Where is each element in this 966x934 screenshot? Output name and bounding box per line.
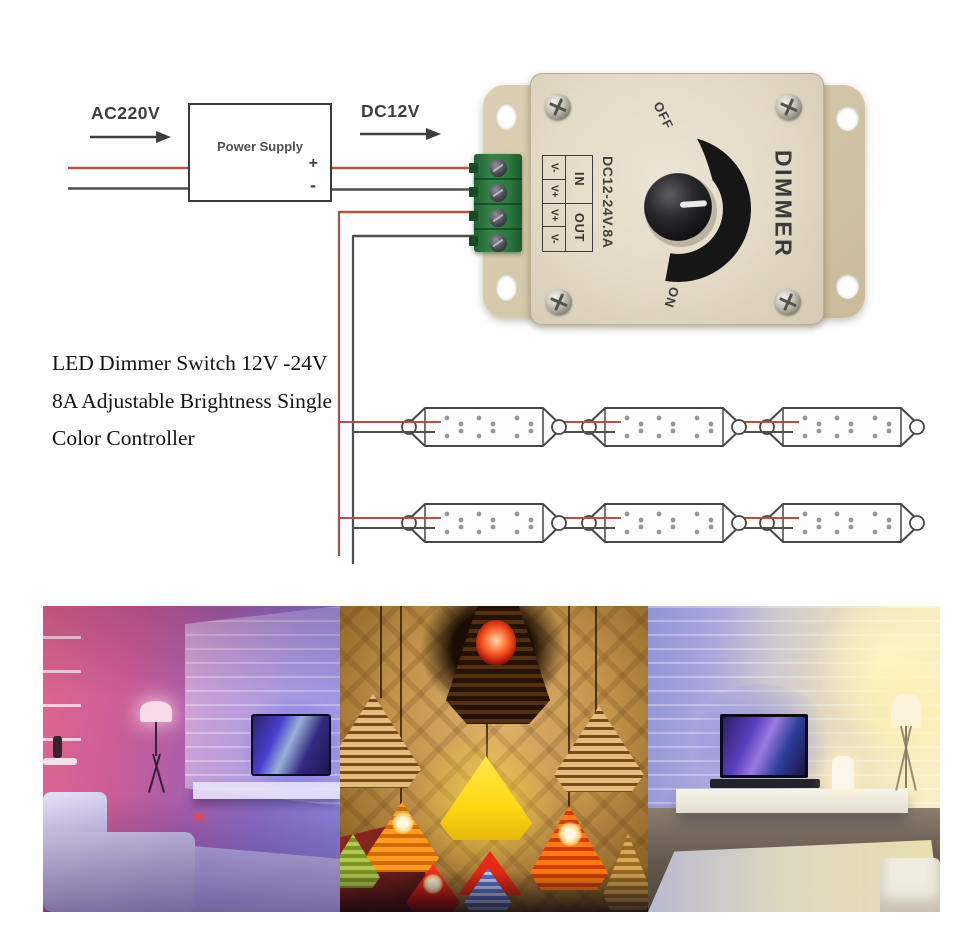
screw-icon (776, 94, 802, 120)
floor-lamp-shade (891, 694, 921, 728)
power-supply-box: Power Supply + - (188, 103, 332, 202)
terminal-label: V+ (543, 203, 566, 228)
screw-icon (546, 289, 572, 315)
lamp-cord (595, 606, 597, 718)
sofa (880, 858, 940, 912)
photo-pendant-lamps (340, 606, 648, 912)
terminal-label: V- (543, 227, 566, 251)
terminal-divider (474, 228, 522, 230)
soundbar (710, 779, 820, 788)
mounting-hole (836, 274, 859, 299)
photo-room-pink-blue (43, 606, 340, 912)
photo-room-blue-warm (648, 606, 940, 912)
lighting-vignette (43, 606, 340, 912)
dimmer-arc-icon (665, 138, 752, 283)
output-side-label: OUT (572, 212, 586, 242)
lamp-cord (400, 606, 402, 804)
io-terminal-legend: V- V+ V+ V- IN OUT (542, 155, 593, 252)
application-photos (43, 606, 940, 912)
wire-entry-notch (469, 187, 478, 197)
product-description: LED Dimmer Switch 12V -24V 8A Adjustable… (52, 345, 332, 458)
input-side-label: IN (566, 156, 592, 204)
floor-lamp-leg (905, 726, 907, 788)
power-supply-label: Power Supply (217, 139, 303, 154)
table-lamp (832, 756, 854, 789)
terminal-screw-icon (489, 184, 507, 202)
lamp-cord (380, 606, 382, 698)
wire-entry-notch (469, 163, 478, 173)
knob-indicator-mark (679, 200, 707, 208)
wire-entry-notch (469, 236, 478, 246)
tv-screen (723, 717, 805, 775)
description-line: Color Controller (52, 426, 195, 450)
tv (720, 714, 808, 778)
mounting-hole (496, 103, 517, 130)
description-line: LED Dimmer Switch 12V -24V (52, 351, 328, 375)
wire-entry-notch (469, 211, 478, 221)
terminal-divider (474, 203, 522, 205)
terminal-screw-icon (489, 234, 507, 252)
terminal-screw-icon (489, 159, 507, 177)
screw-icon (775, 289, 801, 315)
power-supply-minus-terminal: - (310, 175, 316, 195)
screw-icon (545, 94, 571, 120)
terminal-divider (474, 178, 522, 180)
floor-shadow (340, 870, 648, 912)
dimmer-knob-dial (643, 138, 752, 283)
wiring-schematic (68, 128, 925, 564)
voltage-rating-label: DC12-24V.8A (600, 155, 616, 249)
red-bulb-glow (476, 620, 516, 666)
dimmer-brand-label: DIMMER (770, 149, 797, 259)
terminal-screw-icon (489, 209, 507, 227)
bulb-glow (392, 812, 414, 834)
power-supply-plus-terminal: + (308, 155, 318, 172)
tv-console (676, 789, 908, 813)
mounting-hole (496, 274, 517, 301)
bulb-glow (558, 822, 582, 846)
mounting-hole (836, 106, 859, 131)
terminal-label: V+ (543, 179, 566, 204)
terminal-label: V- (543, 156, 566, 180)
lamp-cord (568, 606, 570, 811)
description-line: 8A Adjustable Brightness Single (52, 388, 333, 413)
ac-voltage-label: AC220V (91, 103, 161, 123)
rotary-knob (643, 172, 713, 242)
dc-voltage-label: DC12V (361, 101, 420, 121)
